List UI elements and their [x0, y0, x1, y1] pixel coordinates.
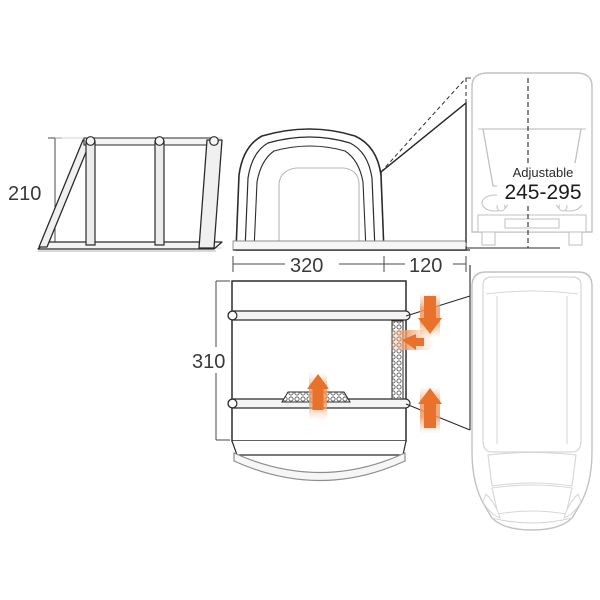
side-elevation-view: 210	[8, 136, 223, 252]
front-connector-dashed	[380, 77, 467, 173]
plan-mesh-vent-vertical	[391, 320, 404, 400]
arrow-up-lower-right-head	[418, 388, 442, 428]
vehicle-plan-headlight-left	[482, 493, 501, 519]
side-air-pole-2	[154, 140, 165, 246]
front-shell-line-2	[244, 136, 376, 251]
dimension-label-height: 210	[8, 183, 41, 205]
dimension-label-extension-backdrop	[405, 252, 453, 276]
vehicle-plan-rear-seam	[485, 290, 579, 295]
arrow-up-lower-right-icon	[418, 386, 442, 434]
plan-lower-taper	[231, 440, 407, 456]
front-connector-upper	[380, 102, 467, 173]
plan-air-beam-upper	[227, 310, 411, 321]
arrow-left-mesh-icon	[388, 330, 434, 350]
dimension-label-width: 320	[290, 255, 323, 277]
vehicle-plan-windshield	[487, 451, 577, 487]
arrow-up-center-vent-head	[307, 374, 329, 410]
vehicle-plan-roof	[482, 276, 582, 453]
adjustable-label-backdrop	[497, 163, 589, 205]
dimension-row-width: 320 120	[232, 252, 467, 277]
front-door-outline	[278, 167, 360, 250]
vehicle-wheel-left	[481, 231, 496, 246]
dimension-label-extension: 120	[409, 255, 442, 277]
plan-view: 310	[190, 265, 471, 482]
dimension-label-depth: 310	[192, 351, 225, 373]
vehicle-plan-view	[471, 271, 593, 531]
side-base-rail	[37, 241, 223, 250]
front-shell-line-3	[253, 145, 367, 251]
vehicle-plan-front-bumper	[491, 517, 573, 524]
vehicle-wheel-right	[568, 231, 583, 246]
plan-air-beam-lower-cap	[227, 398, 238, 409]
dimension-label-depth-backdrop	[190, 347, 234, 373]
front-elevation-view: 320 120	[232, 77, 560, 277]
vehicle-front-elevation-view: Adjustable 245-295	[466, 72, 593, 249]
arrow-down-upper-head	[418, 296, 442, 334]
side-elevation-canopy	[37, 136, 223, 252]
dimension-depth-310: 310	[190, 280, 234, 441]
plan-curved-front-edge	[233, 452, 406, 482]
plan-air-beam-upper-cap	[227, 310, 238, 321]
side-air-pole-3-cap	[209, 136, 219, 146]
dimension-label-width-backdrop	[285, 252, 339, 276]
arrow-up-center-vent-icon	[307, 372, 329, 420]
vehicle-grill	[504, 218, 560, 229]
vehicle-plan-headlight-right	[563, 493, 582, 519]
plan-air-beam-upper-bar	[227, 310, 411, 321]
side-roof-rail	[83, 137, 216, 146]
arrow-down-upper-icon	[418, 292, 442, 338]
adjustable-caption: Adjustable	[513, 165, 574, 180]
vehicle-a-pillar-left	[482, 128, 494, 187]
adjustable-range-value: 245-295	[504, 181, 581, 204]
vehicle-plan-bonnet	[491, 484, 573, 515]
front-outer-shell	[235, 128, 385, 251]
arrow-left-mesh-head	[402, 334, 424, 350]
side-air-pole-1	[85, 140, 96, 246]
side-air-pole-2-cap	[154, 136, 165, 146]
front-base-band	[232, 240, 467, 251]
side-air-pole-1-cap	[85, 136, 96, 146]
